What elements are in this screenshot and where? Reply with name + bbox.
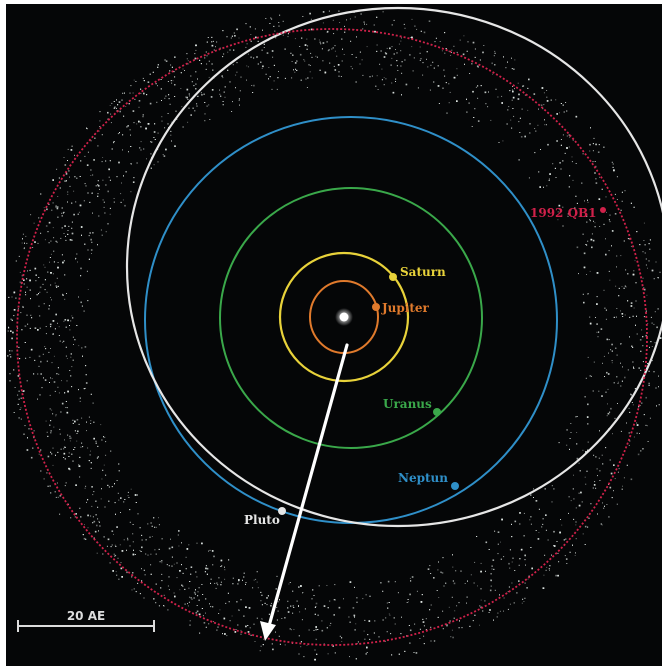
kuiper-belt-diagram: Jupiter Saturn Uranus Neptun Pluto 1992 … [6,4,662,666]
scale-bar-label: 20 AE [67,609,105,623]
label-saturn: Saturn [400,265,446,279]
direction-arrow [260,343,349,641]
solar-system-orbit-diagram: Jupiter Saturn Uranus Neptun Pluto 1992 … [7,6,662,661]
kuiper-belt-dust [7,10,662,661]
planet-jupiter [372,303,380,311]
orbit-uranus [219,187,483,449]
orbit-1992-qb1 [16,28,648,646]
label-uranus: Uranus [383,397,432,411]
sun [339,312,349,322]
orbit-saturn [278,251,410,383]
planet-neptune [451,482,459,490]
label-neptune: Neptun [398,471,448,485]
label-jupiter: Jupiter [381,301,430,315]
planet-uranus [433,408,441,416]
orbit-pluto [125,6,662,528]
object-1992-qb1 [600,207,606,213]
planet-saturn [389,273,397,281]
planet-pluto [278,507,286,515]
label-1992-qb1: 1992 QB1 [530,206,597,220]
scale-bar: 20 AE [17,609,155,632]
label-pluto: Pluto [244,513,280,527]
